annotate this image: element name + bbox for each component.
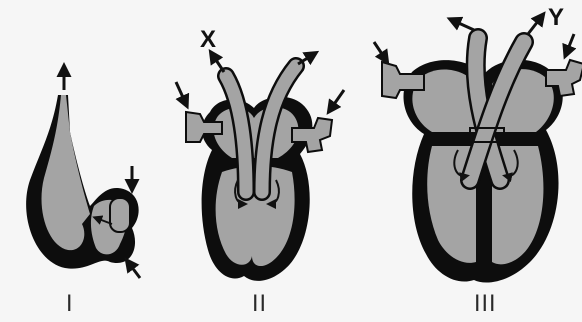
heart-three-arrow-right-in bbox=[566, 34, 574, 54]
heart-three-arrow-left-in bbox=[374, 42, 386, 60]
panel-label-three: III bbox=[474, 292, 496, 317]
heart-one-vein bbox=[110, 198, 130, 232]
vessel-label-y: Y bbox=[548, 4, 564, 32]
heart-three-arrow-left-out bbox=[452, 20, 474, 30]
heart-two bbox=[176, 54, 344, 281]
heart-one-outer-wall bbox=[26, 95, 139, 269]
panel-label-two: II bbox=[252, 292, 267, 317]
heart-three bbox=[374, 16, 582, 283]
heart-two-arrow-right-in bbox=[330, 90, 344, 110]
heart-one-return-arrow bbox=[128, 262, 140, 278]
heart-one-atrium bbox=[41, 95, 90, 250]
heart-two-arrow-x bbox=[212, 54, 224, 72]
panel-label-one: I bbox=[66, 292, 74, 317]
vessel-label-x: X bbox=[200, 26, 216, 54]
heart-three-arrow-y bbox=[528, 16, 542, 34]
heart-one bbox=[26, 68, 140, 278]
heart-two-arrow-left-in bbox=[176, 82, 186, 104]
